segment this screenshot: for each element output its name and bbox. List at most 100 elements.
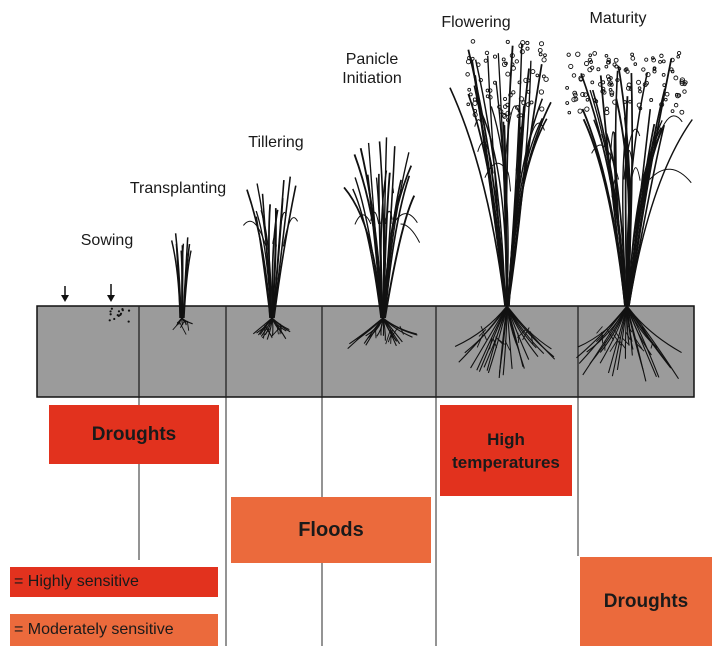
grain [530, 101, 533, 104]
grain [593, 52, 597, 56]
grain [506, 72, 510, 76]
grain [578, 109, 582, 113]
grain [589, 54, 592, 57]
grain [471, 57, 474, 60]
grain [539, 53, 542, 56]
grain [642, 68, 645, 71]
soil-band [37, 306, 694, 397]
grain [493, 55, 496, 58]
grain [674, 76, 678, 80]
grain [591, 81, 594, 84]
grain [631, 53, 634, 56]
grain [536, 74, 539, 77]
grain [471, 40, 475, 44]
seed-dot [109, 319, 111, 321]
grain [542, 58, 546, 62]
grain [466, 73, 470, 77]
grain [539, 90, 543, 94]
grain [645, 58, 648, 61]
grain [576, 52, 580, 56]
grain [586, 98, 589, 101]
grain [605, 107, 608, 110]
stage-label-flowering: Flowering [428, 13, 524, 32]
sowing-arrow-head [61, 295, 69, 302]
seed-dot [113, 318, 115, 320]
stage-label-maturity: Maturity [578, 9, 658, 28]
grain [502, 58, 505, 61]
legend-moderately-sensitive: = Moderately sensitive [10, 614, 218, 646]
high-temperatures-box: High temperatures [440, 405, 572, 496]
grain [567, 53, 570, 56]
grain [566, 102, 569, 105]
grain [486, 95, 489, 98]
grain [511, 63, 514, 66]
grain [572, 74, 576, 78]
seed-dot [118, 310, 120, 312]
grain [665, 92, 669, 96]
grain [473, 98, 476, 101]
grain [581, 92, 585, 96]
stage-label-panicle-initiation: Panicle Initiation [326, 50, 418, 88]
plant-leaf [632, 168, 641, 181]
grain [515, 60, 518, 63]
droughts-box-early: Droughts [49, 405, 219, 464]
grain [544, 77, 548, 81]
grain [634, 63, 637, 66]
grain [568, 111, 571, 114]
seed-dot [128, 310, 130, 312]
grain [484, 59, 487, 62]
droughts-box-late: Droughts [580, 557, 712, 646]
floods-box: Floods [231, 497, 431, 563]
grain [638, 87, 641, 90]
grain [566, 86, 569, 89]
grain [662, 60, 665, 63]
legend-highly-sensitive: = Highly sensitive [10, 567, 218, 597]
plant-leaf [650, 169, 692, 183]
stage-label-transplanting: Transplanting [118, 179, 238, 198]
grain [584, 61, 588, 65]
grain [526, 41, 529, 44]
grain [526, 47, 529, 50]
grain [502, 113, 506, 117]
seed-dot [128, 320, 130, 322]
grain [677, 51, 680, 54]
stage-label-sowing: Sowing [72, 231, 142, 250]
grain [467, 103, 470, 106]
seed-dot [117, 314, 119, 316]
grain [653, 68, 656, 71]
grain [683, 90, 686, 93]
sowing-arrow-head [107, 295, 115, 302]
grain [512, 91, 515, 94]
grain [607, 61, 610, 64]
grain [639, 90, 642, 93]
grain [671, 110, 674, 113]
seed-dot [109, 310, 111, 312]
grain [485, 51, 488, 54]
grain [518, 81, 521, 84]
grain [466, 60, 470, 64]
grain [597, 68, 600, 71]
grain [662, 73, 665, 76]
grain [585, 107, 589, 111]
grain [486, 89, 489, 92]
grain [605, 110, 609, 114]
grain [629, 100, 632, 103]
grain [677, 55, 680, 58]
grain [506, 40, 509, 43]
grain [605, 65, 608, 68]
grain [540, 107, 544, 111]
grain [614, 58, 618, 62]
grain [527, 90, 530, 93]
grain [680, 110, 684, 114]
grain [650, 98, 653, 101]
grain [544, 54, 547, 57]
grain [663, 84, 666, 87]
stage-label-tillering: Tillering [236, 133, 316, 152]
grain [623, 101, 626, 104]
seed-dot [119, 314, 121, 316]
grain [538, 48, 542, 52]
grain [631, 56, 635, 60]
plant-leaf [274, 186, 296, 318]
grain [660, 54, 663, 57]
